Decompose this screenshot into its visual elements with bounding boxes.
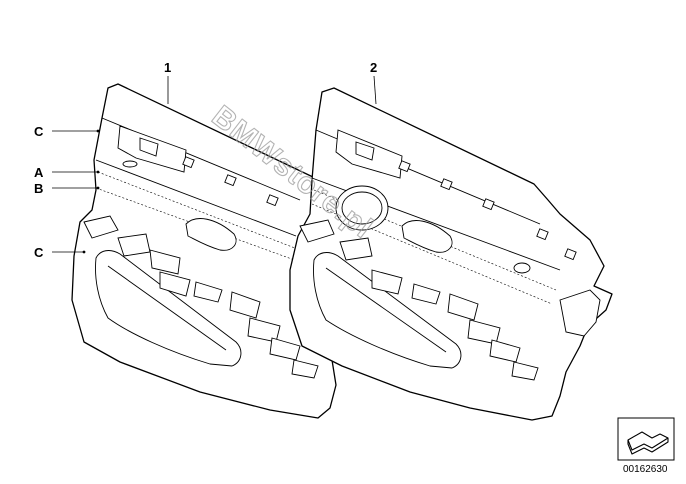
door-panel-1 <box>71 83 337 419</box>
part-number: 00162630 <box>623 464 668 475</box>
label-panel-2: 2 <box>370 60 377 75</box>
door-panel-2-seam-b <box>311 203 553 305</box>
door-panel-2-speaker <box>335 185 389 231</box>
door-panel-2 <box>289 87 613 421</box>
door-panel-1-upper-handle <box>117 125 187 173</box>
label-lower-trim: C <box>34 245 44 260</box>
door-panel-1-door-pull <box>185 218 237 251</box>
door-panel-1-pocket <box>95 250 242 367</box>
label-upper-trim: C <box>34 124 44 139</box>
parts-catalog-arrow-icon <box>617 417 675 461</box>
door-panel-2-upper-clips <box>398 160 577 274</box>
label-panel-1: 1 <box>164 60 171 75</box>
door-panel-2-upper-handle <box>335 129 403 179</box>
door-panel-1-seam-a <box>97 171 301 251</box>
door-panel-2-pocket-inner <box>325 267 447 353</box>
door-panel-2-pocket <box>313 252 462 369</box>
door-panel-2-rear-bracket <box>559 289 601 337</box>
door-panel-2-brackets <box>299 219 539 381</box>
door-panel-1-upper-clips <box>122 156 279 207</box>
door-panel-1-pocket-inner <box>107 265 227 351</box>
label-layer-a: A <box>34 165 44 180</box>
door-panel-2-handle-detail <box>355 141 375 161</box>
callout-dots <box>82 129 100 254</box>
door-panel-1-brackets <box>83 215 319 379</box>
door-panel-1-handle-detail <box>139 137 159 157</box>
door-panel-2-door-pull <box>401 220 453 253</box>
callout-lines <box>52 75 377 253</box>
label-layer-b: B <box>34 181 43 196</box>
